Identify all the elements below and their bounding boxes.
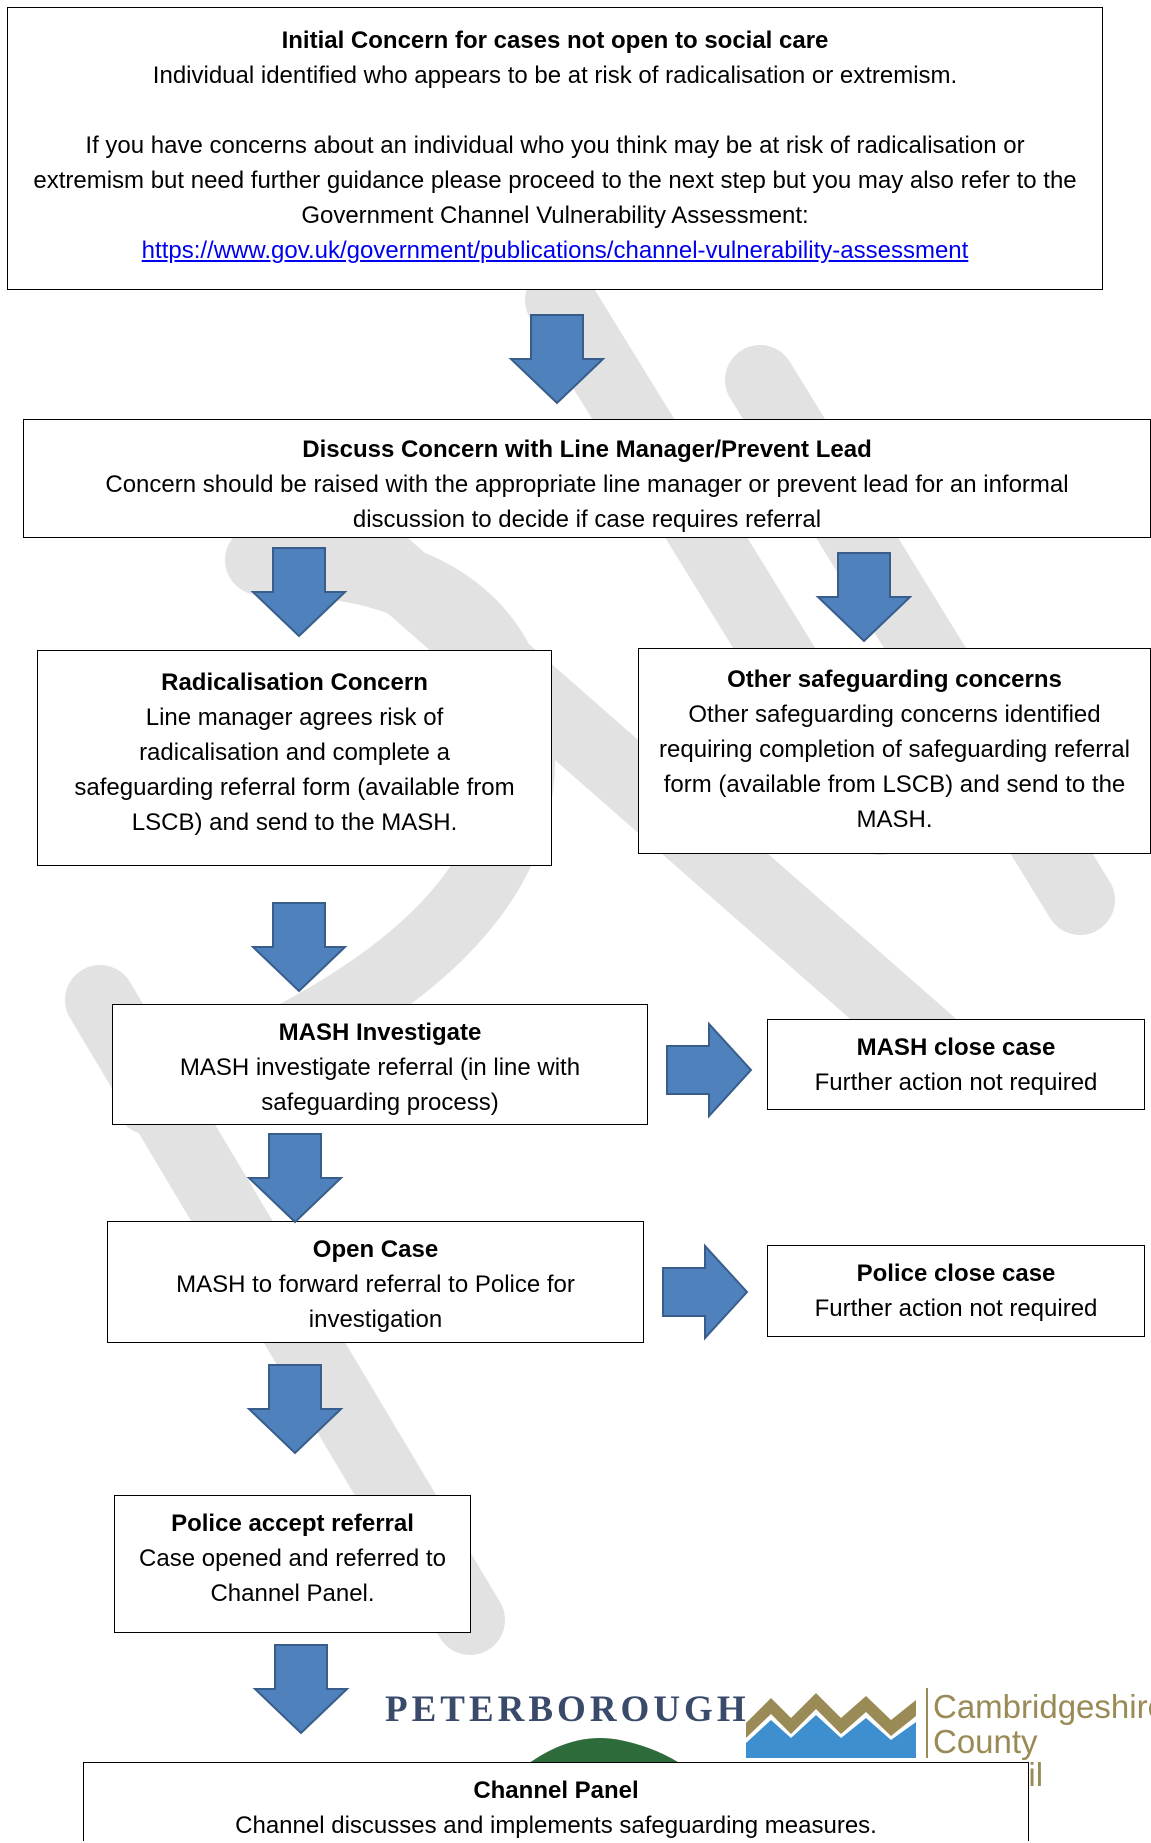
arrow-down-icon — [815, 552, 913, 643]
mash-close-title: MASH close case — [856, 1034, 1056, 1061]
arrow-down-icon — [508, 314, 606, 405]
arrow-down-icon — [246, 1133, 344, 1224]
other-safeguarding-box: Other safeguarding concerns Other safegu… — [638, 648, 1151, 854]
police-close-title: Police close case — [856, 1260, 1056, 1287]
discuss-concern-title: Discuss Concern with Line Manager/Preven… — [302, 436, 872, 463]
mash-close-box: MASH close case Further action not requi… — [767, 1019, 1145, 1110]
open-case-box: Open Case MASH to forward referral to Po… — [107, 1221, 644, 1343]
channel-vulnerability-link[interactable]: https://www.gov.uk/government/publicatio… — [141, 237, 969, 264]
police-accept-text: Case opened and referred to Channel Pane… — [139, 1545, 446, 1607]
initial-concern-guidance: If you have concerns about an individual… — [33, 132, 1077, 229]
police-close-box: Police close case Further action not req… — [767, 1245, 1145, 1337]
mash-close-text: Further action not required — [814, 1069, 1098, 1096]
arrow-down-icon — [250, 547, 348, 638]
peterborough-logo: PETERBOROUGH — [385, 1689, 750, 1730]
radicalisation-concern-text: Line manager agrees risk of radicalisati… — [74, 704, 515, 836]
discuss-concern-text: Concern should be raised with the approp… — [105, 471, 1069, 533]
radicalisation-concern-box: Radicalisation Concern Line manager agre… — [37, 650, 552, 866]
initial-concern-title: Initial Concern for cases not open to so… — [281, 27, 829, 54]
police-accept-title: Police accept referral — [171, 1510, 414, 1537]
arrow-down-icon — [250, 902, 348, 993]
cambridgeshire-logo-line1: Cambridgeshire — [933, 1688, 1151, 1725]
arrow-down-icon — [246, 1364, 344, 1455]
initial-concern-box: Initial Concern for cases not open to so… — [7, 7, 1103, 290]
open-case-text: MASH to forward referral to Police for i… — [176, 1271, 575, 1333]
arrow-down-icon — [252, 1644, 350, 1735]
cambridgeshire-logo-mark — [746, 1693, 916, 1758]
mash-investigate-text: MASH investigate referral (in line with … — [179, 1054, 581, 1116]
police-close-text: Further action not required — [814, 1295, 1098, 1322]
other-safeguarding-title: Other safeguarding concerns — [727, 666, 1062, 693]
mash-investigate-box: MASH Investigate MASH investigate referr… — [112, 1004, 648, 1125]
discuss-concern-box: Discuss Concern with Line Manager/Preven… — [23, 419, 1151, 538]
cambridgeshire-logo-divider — [926, 1688, 928, 1758]
arrow-right-icon — [666, 1021, 753, 1119]
mash-investigate-title: MASH Investigate — [278, 1019, 482, 1046]
open-case-title: Open Case — [312, 1236, 439, 1263]
radicalisation-concern-title: Radicalisation Concern — [161, 669, 428, 696]
police-accept-box: Police accept referral Case opened and r… — [114, 1495, 471, 1633]
channel-panel-title: Channel Panel — [473, 1777, 639, 1804]
initial-concern-text: Individual identified who appears to be … — [152, 62, 958, 89]
channel-panel-text: Channel discusses and implements safegua… — [235, 1812, 877, 1839]
other-safeguarding-text: Other safeguarding concerns identified r… — [659, 701, 1130, 833]
channel-panel-box: Channel Panel Channel discusses and impl… — [83, 1762, 1029, 1841]
arrow-right-icon — [662, 1243, 749, 1341]
